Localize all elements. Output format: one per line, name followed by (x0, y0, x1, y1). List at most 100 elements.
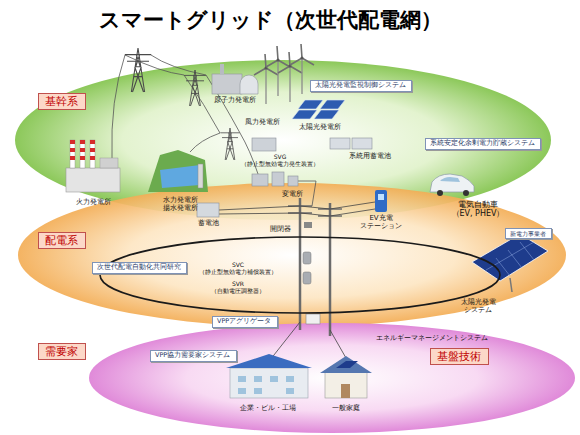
system-box: 系統安定化余剰電力貯蔵システム (425, 138, 541, 150)
system-box: VPPアグリゲータ (212, 316, 278, 328)
reactor-dome (240, 75, 258, 94)
ev-charger (375, 190, 387, 212)
factory-building (226, 354, 312, 398)
component-label: 企業・ビル・工場 (240, 404, 296, 412)
pylon (220, 128, 239, 160)
building-roof (226, 354, 312, 368)
node-text: 需要家 (45, 345, 79, 358)
solar-array (472, 234, 548, 281)
component-label: EV充電 ステーション (360, 214, 402, 230)
system-box: 太陽光発電監視制御システム (310, 80, 412, 92)
component-label: 火力発電所 (76, 198, 111, 206)
car-body (430, 174, 474, 192)
node-text: 太陽光発電監視制御システム (315, 82, 407, 90)
node-text: 次世代配電自動化共同研究 (97, 264, 182, 272)
node-text: 配電系 (45, 234, 79, 247)
house-body (325, 372, 367, 398)
component-label: 開閉器 (270, 225, 291, 233)
building-body (230, 368, 308, 398)
solar-panel (292, 110, 317, 119)
stack (220, 64, 224, 74)
chimney (80, 140, 85, 168)
system-box: 次世代配電自動化共同研究 (92, 262, 187, 274)
solar-panel (314, 110, 339, 119)
house (320, 356, 372, 398)
reservoir (160, 165, 200, 188)
transformer (252, 174, 268, 186)
solar-panel (320, 100, 345, 109)
wheel (437, 190, 443, 196)
component-label: エネルギーマネージメントシステム (376, 334, 488, 342)
vpp-aggregator-device (306, 314, 320, 324)
system-box: 新電力事業者 (505, 228, 552, 239)
nuclear-plant (212, 64, 258, 94)
pylon (125, 48, 151, 92)
dam (198, 164, 203, 188)
component-label: 電気自動車 （EV, PHEV） (450, 200, 506, 218)
component-label: 原子力発電所 (214, 96, 256, 104)
panel-stand (510, 278, 512, 292)
component-label: 変電所 (282, 190, 303, 198)
system-box: VPP協力需要家システム (150, 350, 237, 362)
charger-screen (378, 194, 384, 200)
solar-panel (298, 100, 323, 109)
service-drop (330, 330, 346, 358)
node-text: VPP協力需要家システム (155, 352, 232, 360)
diagram-title: スマートグリッド（次世代配電網） (99, 8, 442, 33)
chimney (70, 140, 75, 168)
solar-system (472, 234, 548, 292)
panel-grid (486, 242, 534, 276)
distribution-region (18, 183, 566, 327)
pole (299, 198, 302, 330)
plant-building (66, 168, 120, 192)
hydro-plant (148, 150, 208, 192)
component-label: 系統用蓄電池 (349, 152, 391, 160)
component-label: SVG （静止型無効電力発生装置） (241, 154, 319, 168)
thermal-plant (66, 140, 120, 192)
battery-container (352, 138, 372, 149)
wire (112, 55, 125, 158)
wire (151, 55, 206, 75)
node-text: 基盤技術 (437, 350, 482, 363)
svr-unit (303, 272, 311, 284)
svc-unit (303, 252, 311, 264)
wire (219, 202, 375, 210)
region-label-box: 基幹系 (38, 93, 86, 110)
roof-solar (336, 361, 358, 368)
distribution-poles (288, 198, 342, 336)
substation (252, 172, 298, 186)
node-text: 基幹系 (45, 95, 79, 108)
node-text: VPPアグリゲータ (217, 318, 273, 326)
svg-device (252, 138, 276, 151)
battery (197, 203, 219, 217)
wire (219, 209, 375, 216)
node-text: 系統安定化余剰電力貯蔵システム (430, 140, 536, 148)
component-label: 太陽光発電所 (299, 123, 341, 131)
wind-turbine (266, 46, 290, 96)
component-label: SVR （自動電圧調整器） (211, 281, 265, 295)
chimney-bands (70, 140, 95, 160)
car-window (440, 177, 460, 182)
windows (238, 376, 294, 394)
component-label: 蓄電池 (198, 219, 219, 227)
house-roof (320, 356, 372, 373)
pylon (184, 70, 206, 106)
pole (329, 203, 332, 336)
distribution-loop (100, 237, 500, 313)
wheel (463, 190, 469, 196)
switchgear (288, 176, 298, 186)
trunk-system-region (15, 60, 551, 220)
plant-annex (100, 158, 118, 168)
region-label-box: 需要家 (38, 343, 86, 360)
mountain (148, 150, 208, 192)
door (341, 384, 350, 398)
reactor-building (212, 74, 242, 94)
switch (304, 222, 312, 228)
region-label-box: 配電系 (38, 232, 86, 249)
battery-container (330, 138, 350, 149)
wire (190, 133, 220, 152)
node-text: 新電力事業者 (510, 230, 547, 237)
chimney (90, 140, 95, 168)
component-label: 太陽光発電 システム (461, 298, 496, 314)
